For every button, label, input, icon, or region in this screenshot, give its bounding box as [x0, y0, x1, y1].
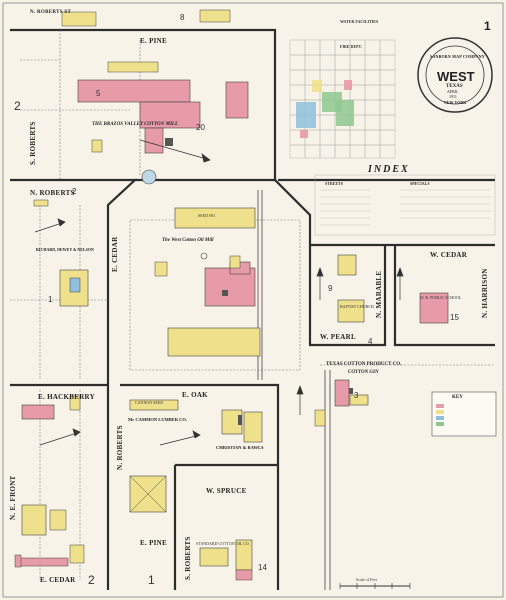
spruce-buildings	[199, 539, 253, 581]
street-line-cedar-upper	[10, 178, 138, 380]
hackberry-buildings	[14, 395, 85, 568]
street-e-pine-top: E. PINE	[140, 37, 167, 45]
north-arrows	[34, 139, 404, 446]
block-9: 9	[328, 284, 333, 293]
index-specials-col: SPECIALS	[410, 181, 430, 186]
street-e-pine-bottom: E. PINE	[140, 539, 167, 547]
block-2-left: 2	[14, 99, 21, 113]
title-seal	[417, 37, 493, 113]
street-boundaries	[10, 28, 495, 590]
street-n-harrison: N. HARRISON	[481, 268, 489, 318]
street-n-roberts-bottom: N. ROBERTS	[116, 425, 124, 470]
seal-state: TEXAS	[446, 84, 463, 89]
street-e-cedar-vertical: E. CEDAR	[111, 236, 119, 272]
street-line-pine	[10, 28, 277, 180]
street-w-spruce: W. SPRUCE	[206, 487, 247, 495]
block-5: 5	[96, 89, 101, 98]
label-texas-cotton: TEXAS COTTON PRODUCT CO.	[326, 362, 402, 367]
legend-heading: KEY	[452, 395, 463, 400]
street-line-oilmill-top	[135, 178, 312, 245]
note-fire: FIRE DEPT.	[340, 44, 362, 49]
label-public-school: W. R. PUBLIC SCHOOL	[420, 295, 462, 300]
label-mccammon: Mc CAMMON LUMBER CO.	[128, 417, 187, 422]
label-seed-house: SEED HO.	[198, 213, 216, 218]
railroad	[257, 190, 331, 590]
street-w-pearl: W. PEARL	[320, 333, 356, 341]
street-line-oak	[120, 383, 280, 590]
texas-cotton-buildings	[314, 379, 369, 427]
lumber-buildings	[129, 399, 263, 513]
street-n-roberts-top: N. ROBERTS ST	[30, 10, 72, 15]
seal-city: NEW YORK	[444, 100, 467, 105]
scale-label: Scale of Feet	[356, 577, 377, 582]
street-s-roberts-bottom: S. ROBERTS	[184, 536, 192, 580]
label-standard-oil: STANDARD COTTON OIL CO.	[196, 541, 250, 546]
label-oil-mill: The West Cotton Oil Mill	[162, 238, 214, 243]
street-s-roberts-left: S. ROBERTS	[29, 121, 37, 165]
block-20: 20	[196, 123, 205, 132]
block-14: 14	[258, 563, 267, 572]
street-n-e-front: N. E. FRONT	[9, 475, 17, 520]
cotton-mill-buildings	[61, 9, 249, 154]
street-e-cedar-bottom: E. CEDAR	[40, 576, 76, 584]
seal-company: SANBORN MAP COMPANY	[430, 54, 485, 59]
block-2-bottom: 2	[88, 573, 95, 587]
street-n-roberts-mid: N. ROBERTS	[30, 189, 75, 197]
street-e-hackberry: E. HACKBERRY	[38, 393, 96, 401]
label-christian-rawls: CHRISTIAN & RAWLS	[216, 445, 264, 450]
label-baptist: BAPTIST CHURCH	[340, 304, 374, 309]
seal-month: APRIL	[447, 89, 459, 94]
dewey-buildings	[33, 199, 89, 307]
note-water: WATER FACILITIES	[340, 19, 379, 24]
block-1-left: 1	[48, 295, 53, 304]
label-cotton-mill: THE BRAZOS VALLEY COTTON MILL	[92, 122, 179, 127]
street-e-oak: E. OAK	[182, 391, 208, 399]
label-cotton-gin: COTTON GIN	[348, 370, 379, 375]
label-dewey-nelson: RICHARD, DEWEY & NELSON	[36, 247, 94, 252]
block-2-mid: 2	[72, 187, 77, 196]
church-buildings	[337, 254, 449, 324]
index-table	[314, 174, 496, 236]
street-line-pearl-block	[308, 245, 387, 347]
label-cannon-seed: CANNON SEED	[135, 400, 164, 405]
street-n-marable: N. MARABLE	[375, 270, 383, 318]
block-3: 3	[354, 391, 359, 400]
street-w-cedar: W. CEDAR	[430, 251, 468, 259]
seal-year: 1911	[449, 94, 457, 99]
key-map	[289, 39, 396, 159]
legend-box	[431, 391, 497, 437]
seal-town: WEST	[437, 69, 475, 84]
street-line-harrison-block	[393, 245, 495, 347]
index-streets-col: STREETS	[325, 181, 344, 186]
block-8: 8	[180, 13, 185, 22]
block-1-bottom: 1	[148, 573, 155, 587]
block-15: 15	[450, 313, 459, 322]
index-heading: INDEX	[368, 164, 410, 175]
oil-mill-buildings	[154, 207, 261, 357]
water-tank	[141, 169, 157, 185]
sheet-number: 1	[484, 19, 491, 33]
block-4: 4	[368, 337, 373, 346]
scale-bar	[339, 583, 411, 589]
